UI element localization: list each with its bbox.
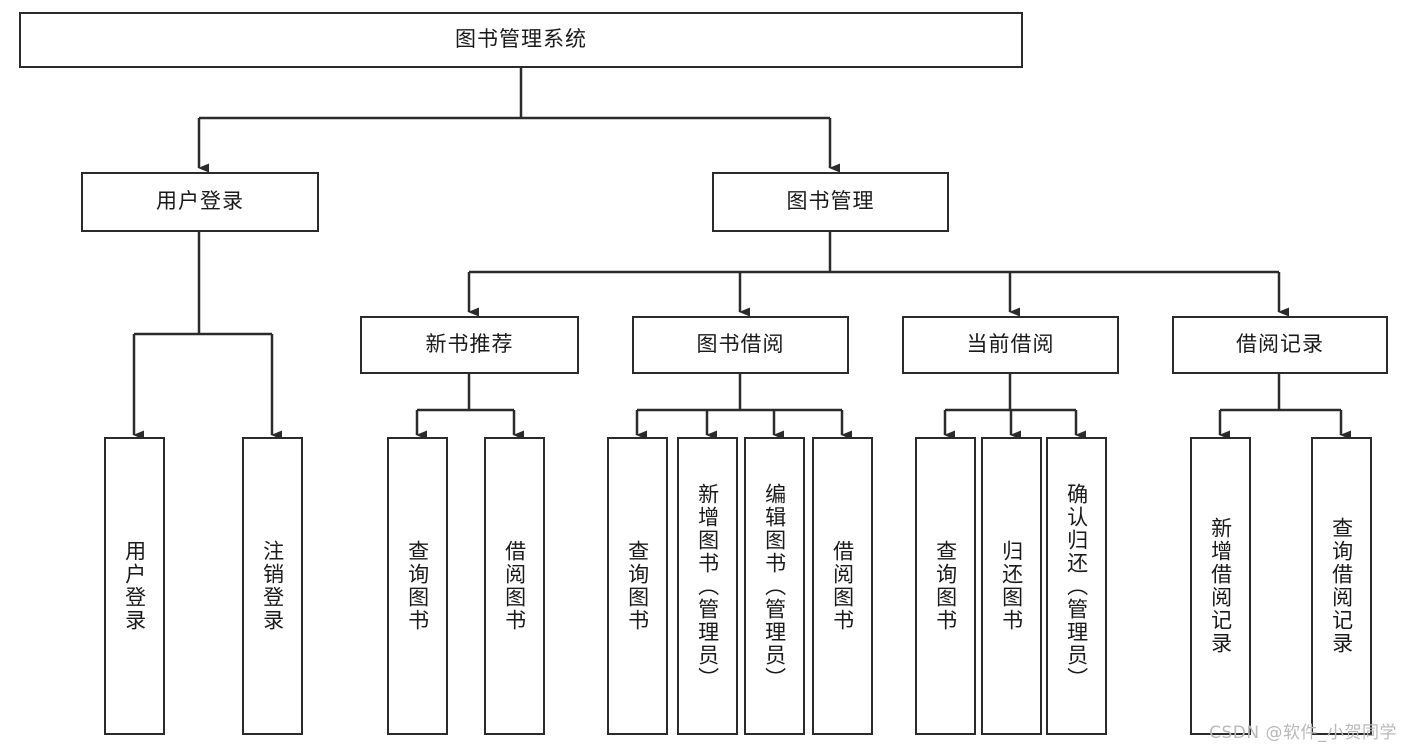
node-user-login-label: 用户登录	[156, 189, 244, 214]
node-book-management-label: 图书管理	[786, 189, 875, 214]
leaf-query-borrow-record-label: 查询借阅记录	[1329, 517, 1354, 655]
leaf-borrow-book-label: 借阅图书	[830, 540, 855, 632]
node-book-management[interactable]: 图书管理	[712, 172, 949, 232]
node-new-book-recommend[interactable]: 新书推荐	[360, 316, 579, 374]
leaf-user-login-label: 用户登录	[122, 540, 147, 632]
node-root-label: 图书管理系统	[455, 27, 587, 52]
node-root[interactable]: 图书管理系统	[19, 12, 1023, 68]
node-book-borrow[interactable]: 图书借阅	[632, 316, 849, 374]
leaf-edit-book-admin-label: 编辑图书（管理员）	[762, 482, 787, 690]
leaf-add-borrow-record[interactable]: 新增借阅记录	[1190, 437, 1251, 735]
leaf-confirm-return-admin[interactable]: 确认归还（管理员）	[1046, 437, 1107, 735]
leaf-user-login[interactable]: 用户登录	[104, 437, 165, 735]
leaf-add-borrow-record-label: 新增借阅记录	[1208, 517, 1233, 655]
leaf-query-book-recommend[interactable]: 查询图书	[387, 437, 448, 735]
leaf-confirm-return-admin-label: 确认归还（管理员）	[1064, 482, 1089, 690]
leaf-query-borrow-record[interactable]: 查询借阅记录	[1311, 437, 1372, 735]
leaf-return-book[interactable]: 归还图书	[981, 437, 1042, 735]
leaf-add-book-admin-label: 新增图书（管理员）	[695, 482, 720, 690]
node-user-login[interactable]: 用户登录	[81, 172, 319, 232]
leaf-borrow-book[interactable]: 借阅图书	[812, 437, 873, 735]
leaf-user-logout-label: 注销登录	[260, 540, 285, 632]
node-current-borrow-label: 当前借阅	[966, 332, 1055, 357]
leaf-borrow-book-recommend[interactable]: 借阅图书	[484, 437, 545, 735]
leaf-borrow-book-recommend-label: 借阅图书	[502, 540, 527, 632]
node-current-borrow[interactable]: 当前借阅	[902, 316, 1119, 374]
node-new-book-recommend-label: 新书推荐	[425, 332, 514, 357]
node-borrow-record[interactable]: 借阅记录	[1172, 316, 1388, 374]
leaf-query-book-borrow[interactable]: 查询图书	[607, 437, 668, 735]
leaf-query-book-current-label: 查询图书	[933, 540, 958, 632]
leaf-add-book-admin[interactable]: 新增图书（管理员）	[677, 437, 738, 735]
leaf-query-book-borrow-label: 查询图书	[625, 540, 650, 632]
leaf-query-book-current[interactable]: 查询图书	[915, 437, 976, 735]
node-book-borrow-label: 图书借阅	[696, 332, 785, 357]
node-borrow-record-label: 借阅记录	[1236, 332, 1324, 357]
leaf-edit-book-admin[interactable]: 编辑图书（管理员）	[744, 437, 805, 735]
leaf-return-book-label: 归还图书	[999, 540, 1024, 632]
leaf-user-logout[interactable]: 注销登录	[242, 437, 303, 735]
leaf-query-book-recommend-label: 查询图书	[405, 540, 430, 632]
